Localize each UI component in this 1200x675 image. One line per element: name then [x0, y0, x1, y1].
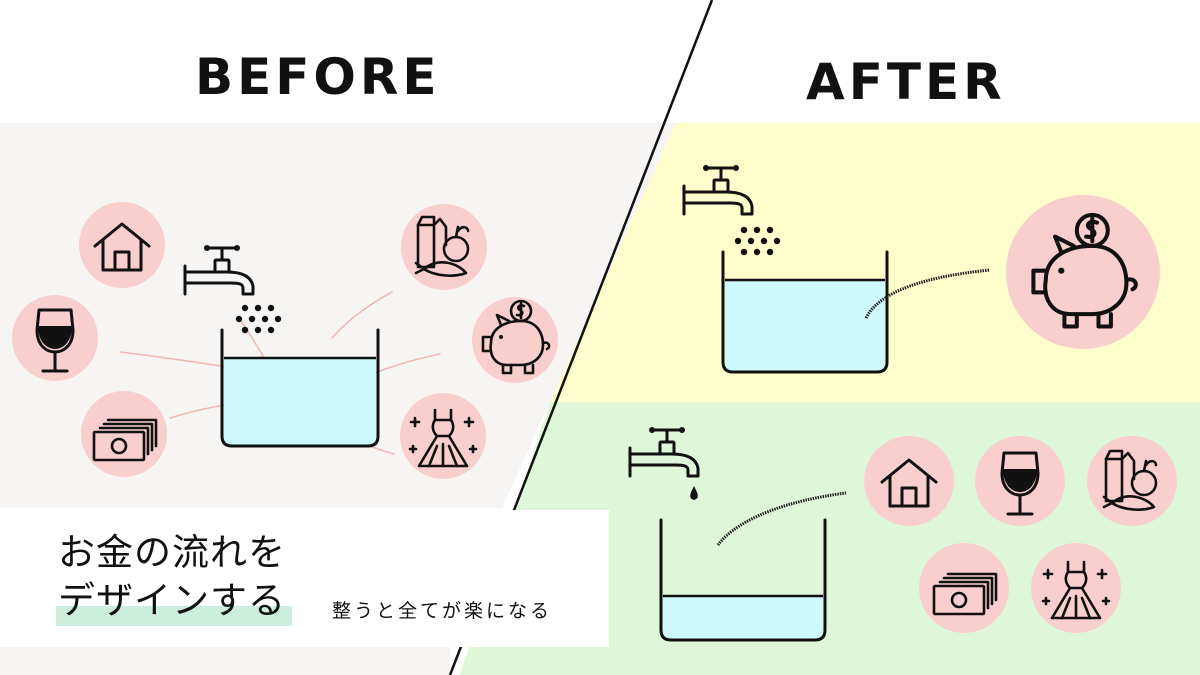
caption-line-1: お金の流れを	[58, 531, 286, 574]
wine-glass-icon	[12, 295, 98, 381]
after-spending-bucket	[659, 518, 827, 642]
after-savings-bucket	[721, 250, 889, 374]
dress-icon	[400, 393, 486, 479]
house-icon	[864, 436, 954, 526]
cash-icon	[81, 391, 167, 477]
flow-line	[716, 491, 847, 546]
after-icons	[864, 436, 1177, 633]
before-title: BEFORE	[195, 48, 441, 106]
caption-subtitle: 整うと全てが楽になる	[332, 600, 553, 622]
before-bucket	[220, 328, 380, 448]
house-icon	[79, 202, 165, 288]
after-title: AFTER	[806, 53, 1006, 111]
caption-highlight	[56, 606, 292, 626]
cash-icon	[919, 543, 1009, 633]
caption-line-2: デザインする	[58, 579, 286, 622]
before-panel-bottom	[0, 647, 450, 675]
groceries-icon	[401, 204, 487, 290]
before-panel	[0, 123, 676, 508]
dress-icon	[1031, 543, 1121, 633]
flow-line	[864, 268, 991, 319]
before-icons	[12, 202, 558, 479]
groceries-icon	[1087, 436, 1177, 526]
piggy-bank-icon	[472, 297, 558, 383]
water-drop	[690, 486, 698, 500]
wine-glass-icon	[975, 436, 1065, 526]
piggy-bank-icon	[1006, 195, 1160, 349]
